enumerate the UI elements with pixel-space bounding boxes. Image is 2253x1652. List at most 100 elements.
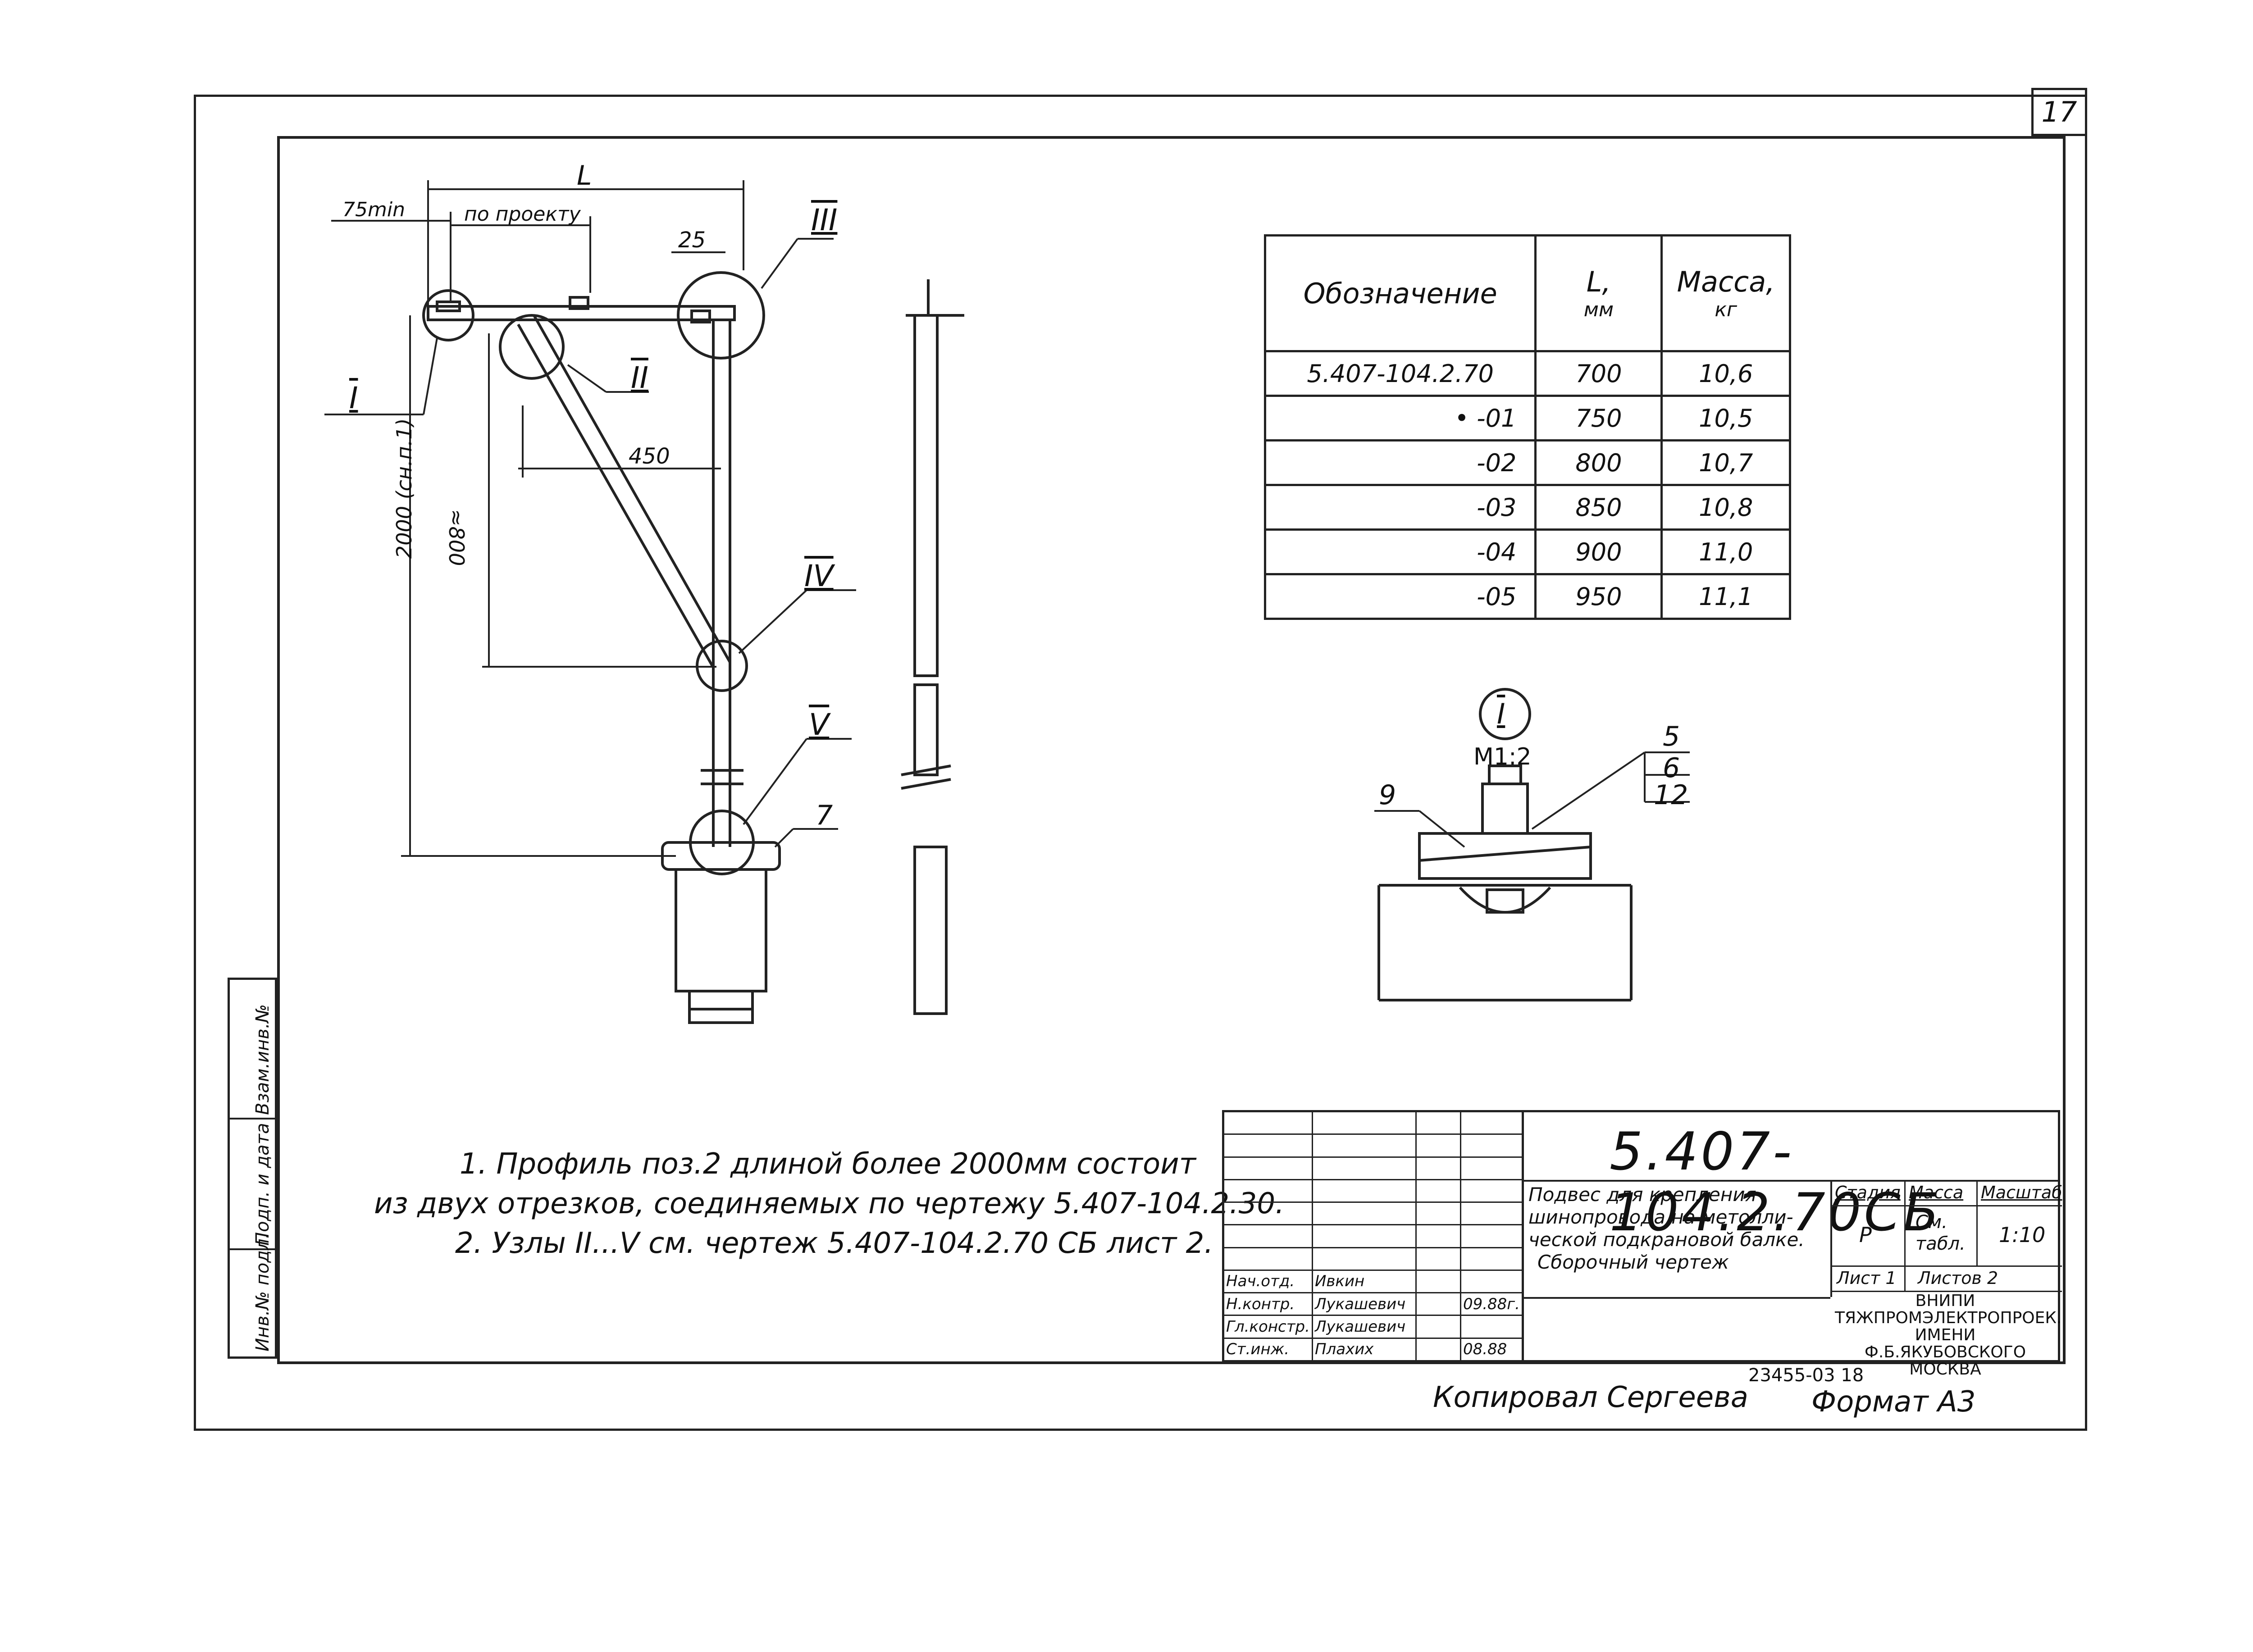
detail-pos-9: 9: [1379, 779, 1396, 811]
spec-cell-mass: 10,8: [1660, 484, 1791, 531]
side-cell-podp: Подп. и дата: [230, 1120, 275, 1250]
person-role: Ст.инж.: [1222, 1337, 1313, 1362]
organization: ВНИПИ ТЯЖПРОМЭЛЕКТРОПРОЕК. ИМЕНИ Ф.Б.ЯКУ…: [1835, 1292, 2062, 1379]
table-row: -02 800 10,7: [1263, 439, 1791, 486]
person-name: Лукашевич: [1311, 1315, 1417, 1339]
stamp-grid: Нач.отд.Ивкин Н.контр.Лукашевич 09.88г. Г…: [1222, 1110, 1524, 1362]
person-date: 09.88г.: [1459, 1292, 1524, 1316]
table-row: -03 850 10,8: [1263, 484, 1791, 531]
side-text-podp: Подп. и дата: [252, 1123, 273, 1246]
person-name: Лукашевич: [1311, 1292, 1417, 1316]
node-V-label: V: [809, 707, 830, 742]
col-scale: Масштаб: [1981, 1183, 2062, 1202]
spec-header-designation: Обозначение: [1263, 234, 1537, 352]
spec-cell-code: -05: [1263, 573, 1537, 620]
title-line: шинопровода на метолли-: [1528, 1206, 1793, 1228]
detail-label: I: [1497, 697, 1505, 730]
scale-value: 1:10: [1999, 1223, 2046, 1247]
top-beam: [427, 305, 736, 321]
notes: 1. Профиль поз.2 длиной более 2000мм сос…: [374, 1144, 1284, 1263]
dim-75min-label: 75min: [342, 198, 405, 221]
spec-cell-L: 800: [1534, 439, 1663, 486]
node-III-circle: [677, 271, 765, 360]
document-number: 5.407-104.2.70СБ: [1610, 1121, 1942, 1243]
stage-grid: Стадия Масса Масштаб Р См. табл. 1:10 Ли…: [1830, 1180, 2062, 1297]
note-line: из двух отрезков, соединяемых по чертежу…: [374, 1187, 1285, 1220]
detail-pos-12: 12: [1654, 779, 1688, 811]
detail-scale: М1:2: [1473, 743, 1532, 770]
table-row: • -01 750 10,5: [1263, 395, 1791, 441]
spec-cell-code: -02: [1263, 439, 1537, 486]
side-cell-inv: Инв.№ подл.: [230, 1233, 275, 1356]
signature: [1415, 1337, 1461, 1362]
detail-pos-5: 5: [1663, 721, 1680, 752]
signature: [1415, 1269, 1461, 1294]
dim-2000-label: 2000 (сн.п.1): [392, 418, 416, 559]
note-line: 1. Профиль поз.2 длиной более 2000мм сос…: [460, 1147, 1196, 1181]
table-row: -05 950 11,1: [1263, 573, 1791, 620]
org-line: ИМЕНИ Ф.Б.ЯКУБОВСКОГО: [1864, 1326, 2026, 1361]
node-V-circle: [689, 810, 755, 875]
person-name: Ивкин: [1311, 1269, 1417, 1294]
table-row: -04 900 11,0: [1263, 528, 1791, 575]
side-cell-vzam: Взам.инв.№: [230, 980, 275, 1120]
sheets-label: Листов 2: [1918, 1268, 1998, 1288]
dim-25-label: 25: [678, 228, 706, 253]
node-IV-label: IV: [804, 559, 834, 593]
spec-cell-mass: 11,0: [1660, 528, 1791, 575]
sheet-label: Лист 1: [1837, 1268, 1897, 1288]
inner-frame: [277, 136, 2066, 1364]
person-row: Нач.отд.Ивкин: [1222, 1269, 1524, 1294]
spec-cell-mass: 10,6: [1660, 350, 1791, 397]
title-line: Сборочный чертеж: [1537, 1251, 1729, 1273]
spec-cell-L: 950: [1534, 573, 1663, 620]
pos-7-label: 7: [816, 800, 833, 831]
dim-800-label: ≈800: [444, 509, 469, 566]
node-II-circle: [499, 314, 565, 380]
node-I-label: I: [349, 381, 358, 415]
node-II-label: II: [631, 360, 648, 395]
col-mass: Масса: [1909, 1183, 1964, 1202]
copied-by: Копировал Сергеева: [1433, 1381, 1748, 1414]
col-stage: Стадия: [1835, 1183, 1901, 1202]
spec-header-mass: Масса,кг: [1660, 234, 1791, 352]
mass-value: См. табл.: [1916, 1212, 1966, 1254]
org-line: ВНИПИ: [1915, 1292, 1975, 1310]
detail-pos-6: 6: [1663, 752, 1680, 784]
spec-table: Обозначение L,мм Масса,кг 5.407-104.2.70…: [1263, 234, 1791, 620]
stamp-right: 5.407-104.2.70СБ Подвес для крепления ши…: [1524, 1110, 2062, 1378]
spec-cell-code: 5.407-104.2.70: [1263, 350, 1537, 397]
side-strip: Взам.инв.№ Подп. и дата Инв.№ подл.: [228, 978, 277, 1359]
note-line: 2. Узлы II...V см. чертеж 5.407-104.2.70…: [455, 1227, 1213, 1260]
title-block: Нач.отд.Ивкин Н.контр.Лукашевич 09.88г. Г…: [1222, 1110, 2062, 1378]
spec-cell-code: -03: [1263, 484, 1537, 531]
dim-po-proektu-label: по проекту: [464, 203, 581, 226]
spec-cell-mass: 10,5: [1660, 395, 1791, 441]
sheet-number: 17: [2031, 88, 2087, 136]
spec-cell-mass: 11,1: [1660, 573, 1791, 620]
document-title: Подвес для крепления шинопровода на мето…: [1528, 1183, 1805, 1274]
detail-label-circle: [1479, 688, 1531, 740]
spec-cell-L: 750: [1534, 395, 1663, 441]
spec-cell-L: 700: [1534, 350, 1663, 397]
org-line: ТЯЖПРОМЭЛЕКТРОПРОЕК.: [1835, 1309, 2062, 1327]
person-role: Гл.констр.: [1222, 1315, 1313, 1339]
person-date: [1459, 1269, 1524, 1294]
spec-cell-code: -04: [1263, 528, 1537, 575]
dim-L-label: L: [577, 160, 592, 191]
node-I-circle: [422, 289, 474, 341]
org-line: МОСКВА: [1909, 1360, 1981, 1379]
person-role: Нач.отд.: [1222, 1269, 1313, 1294]
side-text-vzam: Взам.инв.№: [252, 1004, 273, 1115]
spec-header-L: L,мм: [1534, 234, 1663, 352]
signature: [1415, 1292, 1461, 1316]
title-line: Подвес для крепления: [1528, 1183, 1756, 1206]
signature: [1415, 1315, 1461, 1339]
archive-number: 23455-03 18: [1748, 1365, 1864, 1386]
spec-cell-mass: 10,7: [1660, 439, 1791, 486]
spec-cell-code: • -01: [1263, 395, 1537, 441]
title-line: ческой подкрановой балке.: [1528, 1229, 1805, 1251]
node-III-label: III: [811, 203, 838, 237]
person-role: Н.контр.: [1222, 1292, 1313, 1316]
